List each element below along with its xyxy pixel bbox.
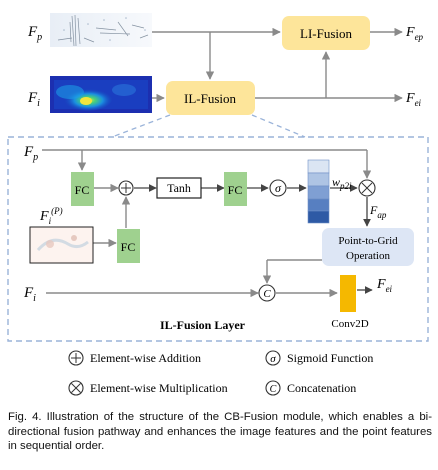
legend-sigmoid-symbol: σ [270,353,276,365]
sigmoid-symbol: σ [275,181,282,195]
conv2d-label: Conv2D [331,318,368,330]
point-to-grid-line1: Point-to-Grid [338,235,398,247]
legend-concat-label: Concatenation [287,381,356,395]
legend-multiply-label: Element-wise Multiplication [90,381,228,395]
top-fp-label: Fp [27,24,42,43]
fip-label: Fi(P) [39,206,63,226]
top-fep-label: Fep [405,25,424,42]
point-to-grid-line2: Operation [346,250,390,262]
concatenation-node [258,284,276,302]
top-connections [152,27,403,103]
detail-connections [42,149,372,298]
il-fusion-layer-title: IL-Fusion Layer [160,318,246,332]
legend-add-label: Element-wise Addition [90,351,201,365]
top-fi-label: Fi [27,90,40,109]
legend-concat-icon [265,380,281,396]
figure-caption: Fig. 4. Illustration of the structure of… [8,411,432,452]
top-fei-label: Fei [405,91,422,108]
conv2d-block [340,275,356,312]
legend-add-icon [68,350,84,366]
element-wise-multiply-node [358,179,376,197]
wp2i-label: wp2i [332,175,352,191]
zoom-line-right [251,114,306,138]
il-fusion-block [166,81,255,115]
fc-block-3 [224,172,247,206]
point-to-grid-block [322,228,414,266]
fc-label-1: FC [75,183,90,197]
il-fusion-layer-frame [7,136,429,342]
fc-label-3: FC [228,183,243,197]
detail-fp-label: Fp [23,144,38,163]
legend-sigmoid-icon [265,350,281,366]
legend-sigmoid-label: Sigmoid Function [287,351,373,365]
legend: Element-wise Addition Element-wise Multi… [68,350,373,396]
concatenation-symbol: C [263,288,271,300]
tanh-label: Tanh [167,181,191,195]
legend-concat-symbol: C [270,384,277,395]
il-fusion-label: IL-Fusion [184,91,237,106]
detail-black-connections [134,184,373,294]
detail-fi-label: Fi [23,285,36,304]
image-point-feature-thumbnail [29,226,94,264]
fc-block-1 [71,172,94,206]
element-wise-add-node [118,180,134,196]
point-cloud-thumbnail [50,13,152,47]
fc-block-2 [117,229,140,263]
zoom-line-left [111,114,171,138]
legend-multiply-icon [68,380,84,396]
li-fusion-block [282,16,370,50]
fap-label: Fap [369,203,387,220]
sigmoid-node [269,179,287,197]
fc-label-2: FC [121,240,136,254]
detail-fei-label: Fei [376,277,393,294]
image-feature-thumbnail [50,76,152,113]
li-fusion-label: LI-Fusion [300,26,353,41]
tanh-block [156,177,202,199]
weight-stack [307,159,330,224]
